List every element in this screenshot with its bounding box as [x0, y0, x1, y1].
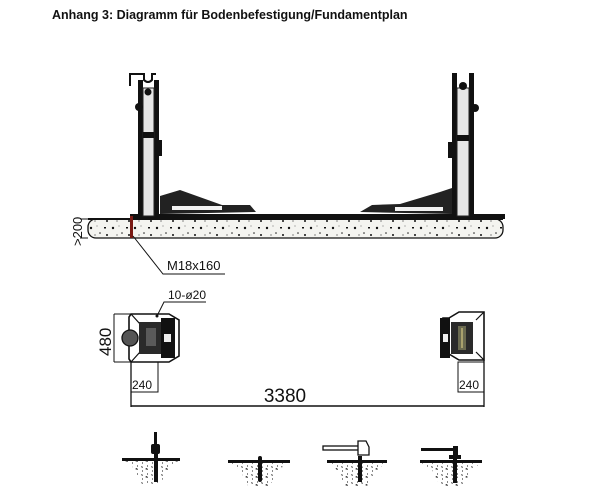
page-title: Anhang 3: Diagramm für Bodenbefestigung/… [52, 8, 408, 22]
anchor-bolt [130, 216, 133, 238]
base-depth-label: 480 [96, 328, 115, 356]
left-base-plate [121, 313, 180, 363]
drill-hole-icon [122, 432, 180, 484]
right-column [360, 73, 479, 217]
side-view: >200 M18x160 [70, 73, 505, 275]
right-base-plate [440, 311, 485, 361]
hammer-anchor-icon [322, 440, 387, 486]
left-base-width-label: 240 [132, 378, 152, 392]
anchor-bolt-label: M18x160 [167, 258, 220, 273]
right-base-width-label: 240 [459, 378, 479, 392]
plan-view: 10-ø20 480 240 240 3380 [96, 288, 485, 407]
left-column [129, 73, 256, 238]
total-span-label: 3380 [264, 386, 306, 407]
concrete-slab [87, 218, 504, 239]
insert-anchor-icon [228, 456, 290, 486]
tighten-nut-icon [420, 446, 482, 486]
install-steps [122, 432, 482, 486]
slab-thickness-label: >200 [70, 217, 85, 246]
holes-label: 10-ø20 [168, 288, 206, 302]
